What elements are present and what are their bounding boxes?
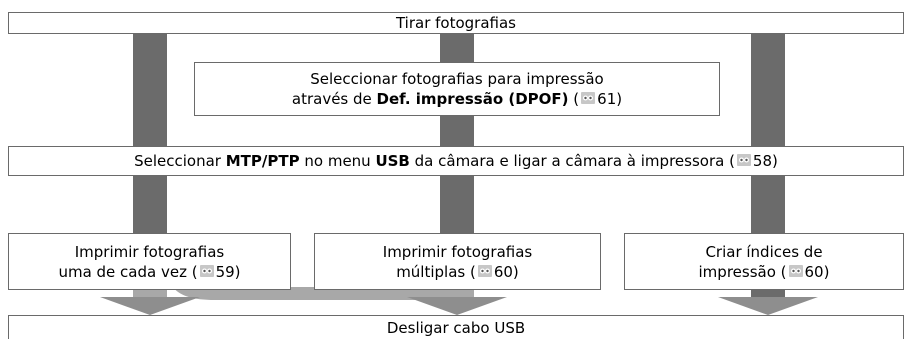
connect-label: Seleccionar MTP/PTP no menu USB da câmar… xyxy=(134,152,778,170)
dpof-line2: através de Def. impressão (DPOF) (61) xyxy=(291,90,623,108)
connector-merge xyxy=(167,262,474,300)
option-2-line2: múltiplas (60) xyxy=(396,262,519,281)
step-disconnect-usb: Desligar cabo USB xyxy=(8,315,904,339)
step-connect-camera: Seleccionar MTP/PTP no menu USB da câmar… xyxy=(8,146,904,176)
page-reference-icon xyxy=(788,264,803,277)
option-2-line1: Imprimir fotografias xyxy=(382,242,533,261)
step-dpof-select: Seleccionar fotografias para impressão a… xyxy=(194,62,720,116)
page-reference-icon xyxy=(736,154,751,166)
dpof-page-ref: 61) xyxy=(597,90,623,108)
option-print-multiple: Imprimir fotografias múltiplas (60) xyxy=(314,233,601,290)
option-3-line1: Criar índices de xyxy=(705,242,823,261)
page-reference-icon xyxy=(199,264,214,277)
disconnect-label: Desligar cabo USB xyxy=(386,318,526,337)
dpof-line1: Seleccionar fotografias para impressão xyxy=(310,70,604,88)
step-take-photos-label: Tirar fotografias xyxy=(395,14,516,32)
dpof-menu-name: Def. impressão (DPOF) xyxy=(376,90,569,108)
arrow-down-left xyxy=(100,297,200,315)
option-1-line1: Imprimir fotografias xyxy=(74,242,225,261)
option-1-line2: uma de cada vez (59) xyxy=(58,262,241,281)
option-print-one-at-a-time: Imprimir fotografias uma de cada vez (59… xyxy=(8,233,291,290)
page-reference-icon xyxy=(581,92,596,104)
option-3-line2: impressão (60) xyxy=(698,262,830,281)
arrow-down-right xyxy=(718,297,818,315)
page-reference-icon xyxy=(477,264,492,277)
connect-page-ref: 58) xyxy=(752,152,778,170)
usb-mode-name: MTP/PTP xyxy=(225,152,300,170)
step-take-photos: Tirar fotografias xyxy=(8,12,904,34)
option-create-index-prints: Criar índices de impressão (60) xyxy=(624,233,904,290)
usb-menu-name: USB xyxy=(375,152,410,170)
arrow-down-mid xyxy=(407,297,507,315)
